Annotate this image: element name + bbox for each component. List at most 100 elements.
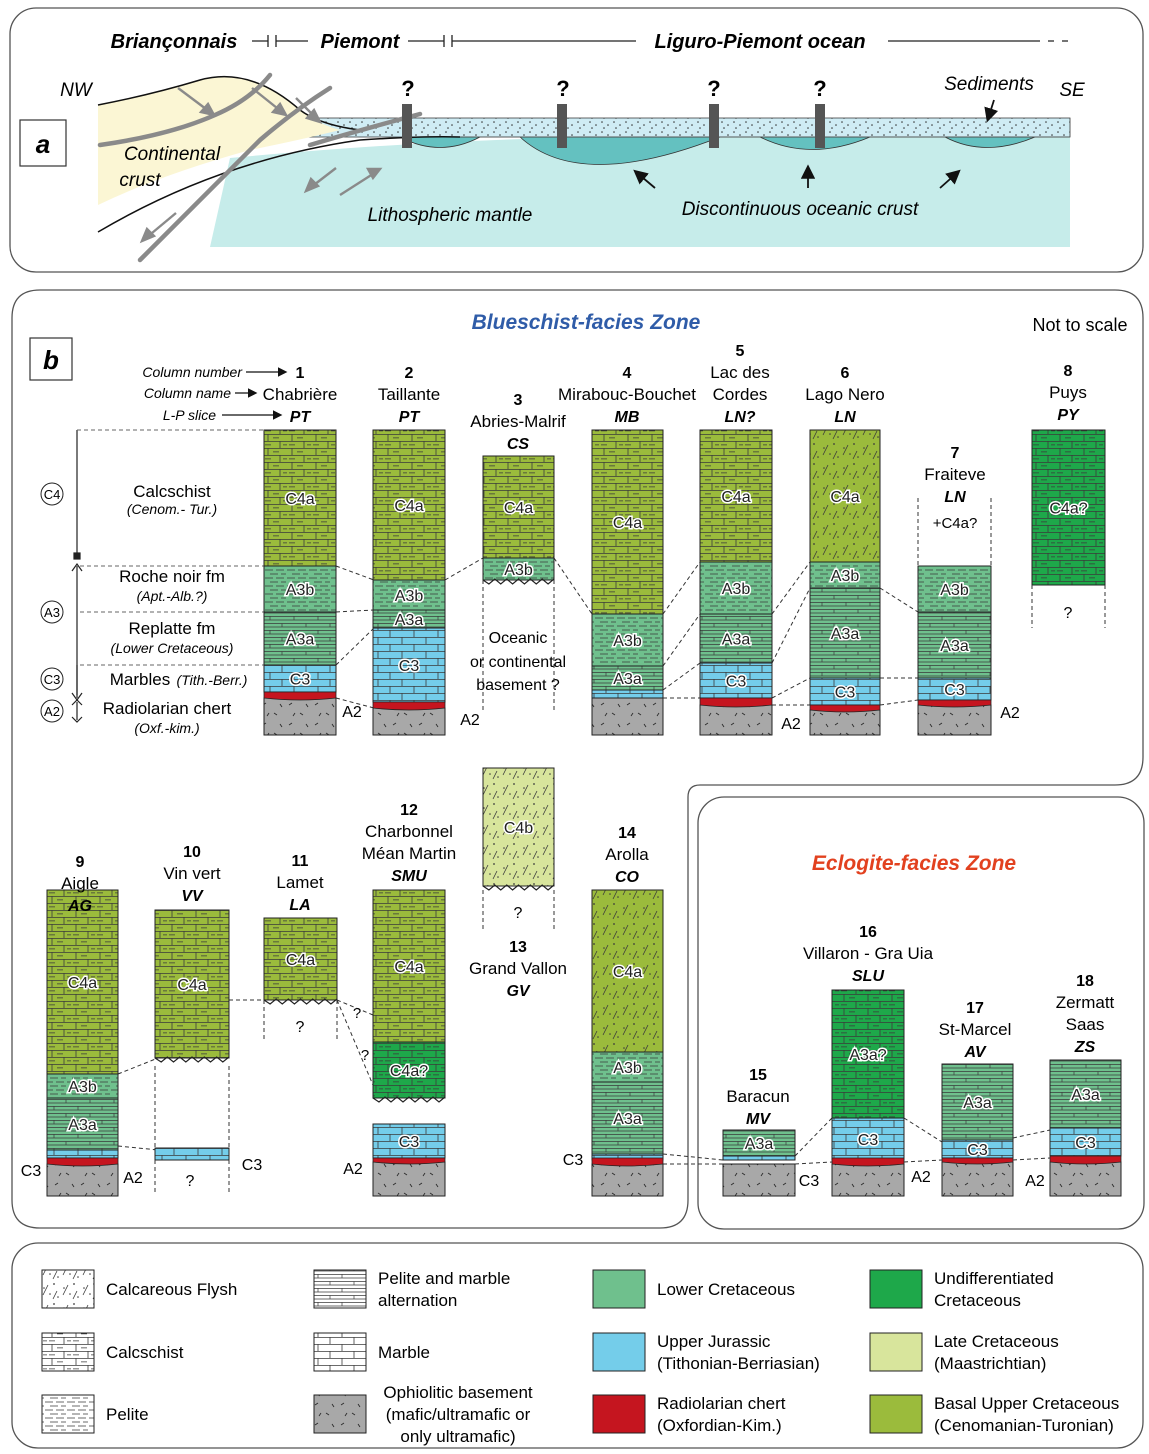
column-number: 2 bbox=[405, 365, 414, 382]
side-c3-col9: C3 bbox=[21, 1163, 42, 1180]
chert-lens bbox=[591, 1157, 664, 1167]
unit-calcschist-age: (Cenom.- Tur.) bbox=[127, 501, 217, 517]
layer-base-pattern bbox=[46, 1163, 119, 1197]
layer-label-c4a: C4a bbox=[721, 489, 750, 506]
tag-a2: A2 bbox=[44, 704, 60, 719]
column-name: Mirabouc-Bouchet bbox=[558, 385, 696, 404]
side-c3-col10: C3 bbox=[242, 1157, 263, 1174]
layer-label-c3: C3 bbox=[835, 685, 856, 702]
column-number: 5 bbox=[736, 343, 745, 360]
side-a2-col7: A2 bbox=[1000, 705, 1020, 722]
side-a2-col18: A2 bbox=[1025, 1173, 1045, 1190]
layer-label-a3b: A3b bbox=[504, 562, 533, 579]
legend-label: (Tithonian-Berriasian) bbox=[657, 1354, 820, 1373]
layer-a3a-pattern bbox=[591, 1081, 664, 1155]
panel-a-label: a bbox=[36, 129, 50, 159]
sediments-label: Sediments bbox=[944, 74, 1034, 95]
column-slice: MV bbox=[746, 1111, 771, 1128]
continental-crust-label-1: Continental bbox=[124, 144, 221, 165]
domain-piemont: Piemont bbox=[321, 31, 401, 53]
legend-label: alternation bbox=[378, 1291, 457, 1310]
legend-age-5: Basal Upper Cretaceous(Cenomanian-Turoni… bbox=[869, 1394, 1119, 1435]
key-column-name: Column name bbox=[144, 385, 231, 401]
side-labels: A2 A2 A2 A2 C3 A2 C3 A2 C3 C3 A2 A2 bbox=[21, 704, 1045, 1190]
column-name: Arolla bbox=[605, 845, 649, 864]
column-number: 9 bbox=[76, 854, 85, 871]
layer-label-c4a: C4a bbox=[394, 498, 423, 515]
column-13: C4b bbox=[482, 767, 555, 891]
layer-c3-pattern bbox=[154, 1147, 230, 1161]
eclogite-title: Eclogite-facies Zone bbox=[812, 852, 1017, 875]
unit-radiolarian: Radiolarian chert bbox=[103, 699, 232, 718]
legend-flysch: Calcareous Flysh bbox=[41, 1269, 237, 1309]
panel-b: b Blueschist-facies Zone Not to scale Ec… bbox=[11, 289, 1145, 1230]
layer-label-c3: C3 bbox=[944, 682, 965, 699]
side-c3-col15: C3 bbox=[799, 1173, 820, 1190]
legend-label: Calcareous Flysh bbox=[106, 1280, 237, 1299]
column-slice: LN? bbox=[724, 409, 755, 426]
column-slice: CS bbox=[507, 436, 530, 453]
question-site-2: ? bbox=[556, 76, 569, 101]
layer-c3-pattern bbox=[1049, 1127, 1122, 1157]
layer-label-a3b: A3b bbox=[613, 633, 642, 650]
layer-c4a-pattern bbox=[591, 889, 664, 1053]
column-number: 15 bbox=[749, 1067, 767, 1084]
layer-a3b-pattern bbox=[699, 561, 773, 615]
layer-label-a3a: A3a bbox=[963, 1095, 992, 1112]
layer-label-a3b: A3b bbox=[68, 1079, 97, 1096]
layer-label-a3a: A3a bbox=[1071, 1087, 1100, 1104]
layer-a3a-pattern bbox=[917, 611, 992, 679]
layer-c4a-pattern bbox=[591, 429, 664, 615]
unit-calcschist: Calcschist bbox=[133, 482, 211, 501]
layer-c3-pattern bbox=[722, 1155, 796, 1161]
sediments-arrow bbox=[984, 99, 999, 123]
column-slice: GV bbox=[506, 983, 530, 1000]
legend-label: (mafic/ultramafic or bbox=[386, 1405, 531, 1424]
column-slice: AV bbox=[963, 1044, 986, 1061]
column-number: 3 bbox=[514, 392, 523, 409]
legend-label: Upper Jurassic bbox=[657, 1332, 771, 1351]
charbonnel-question-1: ? bbox=[353, 1005, 361, 1022]
layer-label-a3a: A3a bbox=[68, 1117, 97, 1134]
layer-a3b-pattern bbox=[263, 565, 337, 613]
layer-label-a3a: A3a bbox=[613, 1111, 642, 1128]
column-name: Taillante bbox=[378, 385, 440, 404]
chert-lens bbox=[917, 699, 992, 708]
layer-c4a-pattern bbox=[809, 429, 881, 563]
column-number: 7 bbox=[951, 445, 960, 462]
layer-base-pattern bbox=[722, 1163, 796, 1197]
unit-guide-lines bbox=[77, 429, 264, 666]
side-c3-col14: C3 bbox=[563, 1152, 584, 1169]
legend-swatch bbox=[41, 1394, 95, 1434]
layer-base-pattern bbox=[941, 1161, 1014, 1197]
side-a2-col2: A2 bbox=[460, 712, 480, 729]
fraiteve-plus-c4a: +C4a? bbox=[933, 515, 978, 532]
column-number: 18 bbox=[1076, 973, 1094, 990]
layer-a3a-pattern bbox=[699, 613, 773, 664]
column-name: Zermatt bbox=[1056, 993, 1115, 1012]
legend-label: Calcschist bbox=[106, 1343, 184, 1362]
layer-label-a3a: A3a bbox=[940, 638, 969, 655]
ocean-mantle bbox=[210, 137, 1070, 247]
chert-lens bbox=[809, 704, 881, 713]
legend-label: Lower Cretaceous bbox=[657, 1280, 795, 1299]
layer-label-c4a: C4a bbox=[68, 975, 97, 992]
column-slice: SMU bbox=[391, 868, 427, 885]
column-slice: VV bbox=[181, 888, 204, 905]
chert-lens bbox=[46, 1157, 119, 1167]
legend-color-swatch bbox=[592, 1332, 646, 1372]
chert-lens bbox=[372, 1157, 446, 1165]
dashed-column-extensions bbox=[154, 498, 1106, 1195]
layer-label-a3a: A3a bbox=[613, 671, 642, 688]
legend-label: Radiolarian chert bbox=[657, 1394, 786, 1413]
layer-base-pattern bbox=[917, 704, 992, 736]
unit-replatte: Replatte fm bbox=[129, 619, 216, 638]
not-to-scale: Not to scale bbox=[1032, 315, 1127, 335]
